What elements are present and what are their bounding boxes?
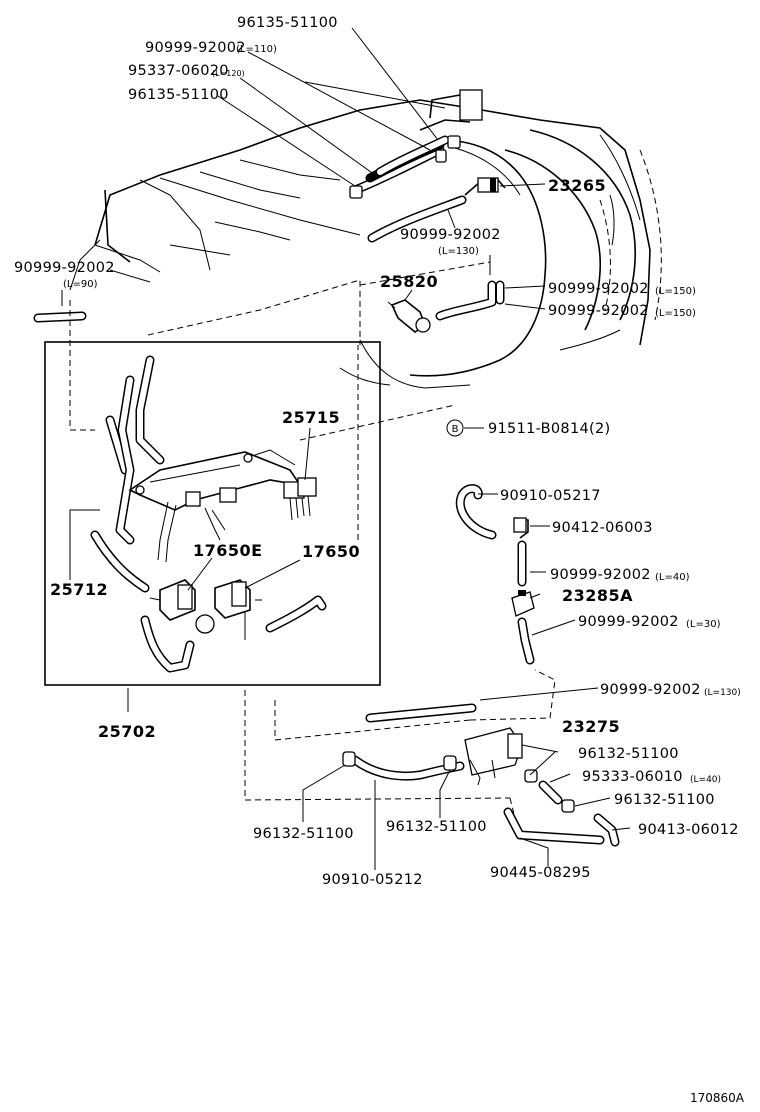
label-90999-92002-c-length: (L=150) [655, 286, 696, 297]
label-90999-92002-b-length: (L=130) [438, 246, 479, 257]
label-95333-06010: 95333-06010 [582, 769, 683, 785]
label-91511-B0814: 91511-B0814(2) [488, 421, 610, 437]
label-95337-06020: 95337-06020 [128, 63, 229, 79]
label-25712: 25712 [50, 580, 108, 599]
label-90412-06003: 90412-06003 [552, 520, 653, 536]
leader-lines [61, 27, 631, 870]
label-90999-92002-d-length: (L=150) [655, 308, 696, 319]
label-23265: 23265 [548, 176, 606, 195]
label-90999-92002-g-length: (L=130) [704, 688, 741, 698]
label-23275: 23275 [562, 717, 620, 736]
label-23285A: 23285A [562, 586, 633, 605]
figure-id: 170860A [690, 1091, 745, 1105]
label-90999-92002-e-length: (L=40) [655, 572, 690, 583]
bolt-marker: B [446, 419, 464, 437]
label-90999-92002-g: 90999-92002 [600, 682, 701, 698]
label-90999-92002-f-length: (L=30) [686, 619, 721, 630]
label-17650E: 17650E [193, 541, 263, 560]
label-96135-51100-b: 96135-51100 [128, 87, 229, 103]
label-90999-92002-d: 90999-92002 [548, 303, 649, 319]
assembly-box-25702 [44, 341, 381, 686]
label-96135-51100-top: 96135-51100 [237, 15, 338, 31]
label-25820: 25820 [380, 272, 438, 291]
vsv-bracket-assembly [90, 355, 327, 673]
label-90910-05212: 90910-05212 [322, 872, 423, 888]
label-96132-51100-b: 96132-51100 [614, 792, 715, 808]
label-90445-08295: 90445-08295 [490, 865, 591, 881]
label-90999-92002-a-length: (L=110) [236, 44, 277, 55]
label-90999-92002-left: 90999-92002 [14, 260, 115, 276]
top-hoses [33, 135, 506, 334]
label-17650: 17650 [302, 542, 360, 561]
engine-outline [69, 89, 662, 389]
label-96132-51100-c: 96132-51100 [253, 826, 354, 842]
label-90413-06012: 90413-06012 [638, 822, 739, 838]
label-90999-92002-f: 90999-92002 [578, 614, 679, 630]
vacuum-parts-right [342, 484, 620, 847]
label-96132-51100-d: 96132-51100 [386, 819, 487, 835]
label-25702: 25702 [98, 722, 156, 741]
label-90910-05217: 90910-05217 [500, 488, 601, 504]
label-95337-06020-length: (L=120) [212, 69, 245, 78]
label-96132-51100-a: 96132-51100 [578, 746, 679, 762]
bolt-marker-letter: B [452, 424, 459, 435]
label-90999-92002-b: 90999-92002 [400, 227, 501, 243]
label-90999-92002-c: 90999-92002 [548, 281, 649, 297]
label-95333-06010-length: (L=40) [690, 775, 721, 785]
guide-lines [69, 261, 556, 831]
label-25715: 25715 [282, 408, 340, 427]
label-90999-92002-a: 90999-92002 [145, 40, 246, 56]
label-90999-92002-e: 90999-92002 [550, 567, 651, 583]
label-90999-92002-left-length: (L=90) [63, 279, 98, 290]
